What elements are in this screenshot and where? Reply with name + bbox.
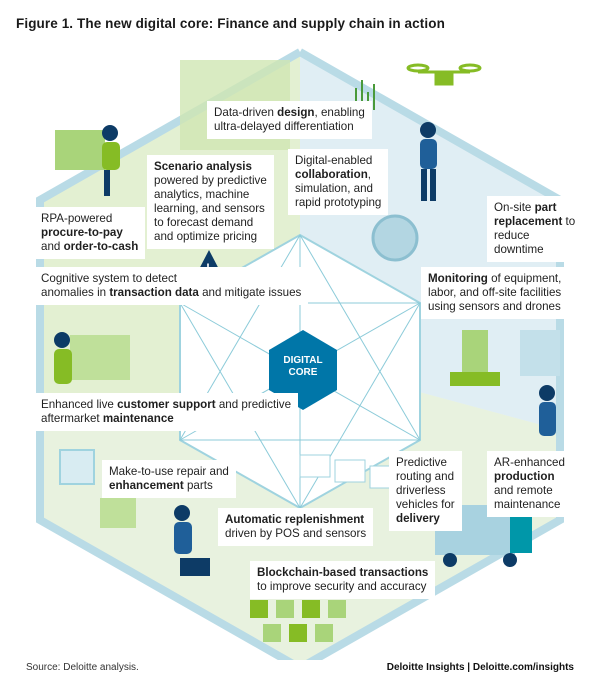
office-worker-icon <box>102 125 120 196</box>
figure-title: Figure 1. The new digital core: Finance … <box>16 16 445 31</box>
label-customer-support: Enhanced live customer support and predi… <box>34 393 299 431</box>
blockchain-cubes <box>250 600 346 642</box>
control-panel <box>520 330 560 376</box>
label-design: Data-driven design, enabling ultra-delay… <box>207 101 372 139</box>
3d-printer-icon <box>59 449 136 528</box>
label-part-replacement: On-site part replacement to reduce downt… <box>487 196 600 262</box>
engine-gear-icon <box>371 214 419 262</box>
support-monitor <box>70 335 130 380</box>
desk-screen <box>55 130 105 170</box>
label-monitoring: Monitoring of equipment, labor, and off-… <box>421 267 569 319</box>
vr-designer-icon <box>420 122 437 201</box>
label-ar-production: AR-enhanced production and remote mainte… <box>487 451 572 517</box>
store-worker-icon <box>174 505 192 554</box>
label-automatic-replenishment: Automatic replenishment driven by POS an… <box>218 508 374 546</box>
support-agent-icon <box>54 332 72 384</box>
digital-core-hexagon <box>269 330 337 410</box>
label-collaboration: Digital-enabled collaboration, simulatio… <box>288 149 389 215</box>
label-cognitive-system: Cognitive system to detect anomalies in … <box>34 267 309 305</box>
ar-worker-icon <box>539 385 556 436</box>
label-predictive-routing: Predictive routing and driverless vehicl… <box>389 451 462 531</box>
source-note: Source: Deloitte analysis. <box>26 662 139 673</box>
robot-arm-icon <box>450 330 500 386</box>
label-rpa: RPA-powered procure-to-pay and order-to-… <box>34 207 146 259</box>
credit-line: Deloitte Insights | Deloitte.com/insight… <box>386 662 574 673</box>
label-blockchain: Blockchain-based transactions to improve… <box>250 561 436 599</box>
label-repair-parts: Make-to-use repair and enhancement parts <box>102 460 236 498</box>
pos-scanner-icon <box>180 558 210 576</box>
label-scenario-analysis: Scenario analysis powered by predictive … <box>147 155 274 249</box>
drone-icon <box>406 63 482 86</box>
digital-core-label: DIGITAL CORE <box>283 355 323 378</box>
